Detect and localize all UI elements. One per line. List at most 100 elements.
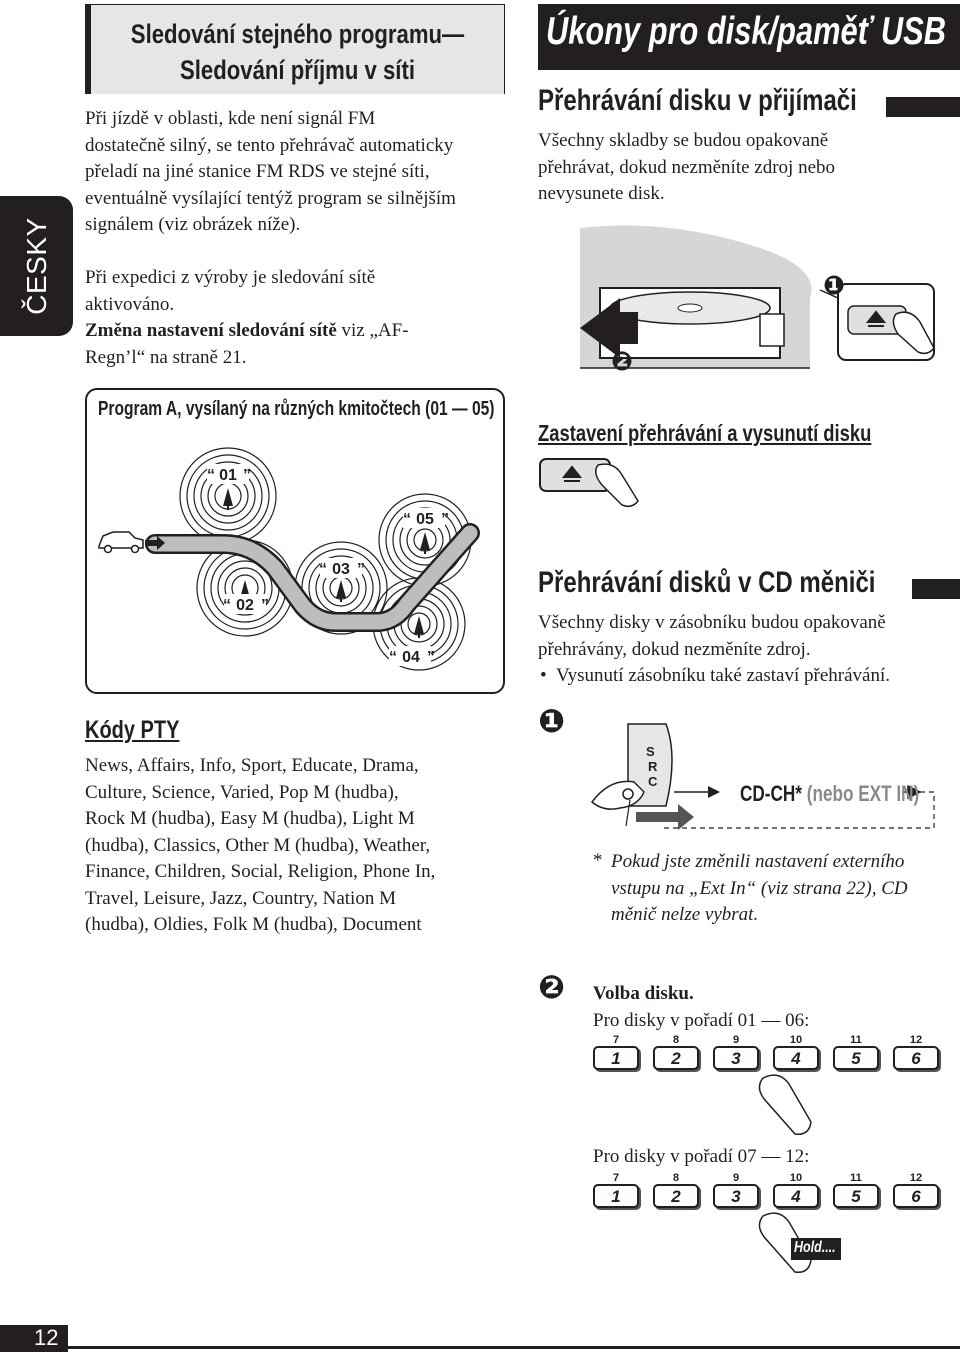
button-label: 4: [791, 1187, 801, 1206]
callout-line: [819, 289, 839, 299]
arrow-right-icon: [145, 536, 165, 550]
button-label: 3: [731, 1187, 741, 1206]
text-line: Rock M (hudba), Easy M (hudba), Light M: [85, 808, 415, 829]
network-diagram-frame: [85, 388, 505, 694]
step-number-2: ❷: [611, 346, 634, 376]
src-letter-s: S: [646, 744, 655, 759]
finger-icon: [590, 780, 645, 810]
quote-mark: “: [319, 561, 327, 578]
quote-mark: “: [403, 511, 411, 528]
button-alt-number: 7: [612, 1172, 620, 1184]
cd-changer-source-label: CD-CH* (nebo EXT IN): [740, 781, 919, 807]
button-alt-number: 8: [672, 1172, 680, 1184]
quote-mark: ”: [357, 561, 365, 578]
number-button-4: 4: [773, 1184, 819, 1208]
text-line: dostatečně silný, se tento přehrávač aut…: [85, 134, 454, 156]
number-button-1: 1: [593, 1046, 639, 1070]
button-label: 1: [611, 1049, 621, 1068]
finger-icon: [595, 463, 639, 508]
text-line: Regn’l“ na straně 21.: [85, 346, 247, 368]
text-line: (hudba), Classics, Other M (hudba), Weat…: [85, 834, 431, 856]
right-section-header: Úkony pro disk/paměť USB: [538, 4, 960, 70]
bullet-line: • Vysunutí zásobníku také zastaví přehrá…: [538, 663, 960, 690]
number-button-2: 2: [653, 1184, 699, 1208]
button-alt-number: 12: [909, 1172, 923, 1184]
right-header-title: Úkony pro disk/paměť USB: [546, 10, 946, 53]
quote-mark: “: [223, 597, 231, 614]
car-icon: [98, 531, 144, 554]
button-alt-number: 9: [732, 1034, 740, 1046]
cd-changer-description: Všechny disky v zásobníku budou opakovan…: [538, 610, 960, 690]
cd-changer-title: Přehrávání disků v CD měniči: [538, 566, 876, 599]
station-label-01: 01: [219, 467, 237, 484]
page-number: 12: [34, 1325, 59, 1350]
text-line: přehrávány, dokud nezměníte zdroj.: [538, 638, 811, 660]
station-label-05: 05: [416, 511, 434, 528]
button-alt-number: 10: [789, 1172, 803, 1184]
text-span: viz „AF-: [336, 320, 409, 341]
footnote-text: Pokud jste změnili nastavení externího v…: [611, 849, 956, 929]
station-label-02: 02: [236, 597, 254, 614]
text-line: News, Affairs, Info, Sport, Educate, Dra…: [85, 755, 419, 776]
button-alt-number: 9: [732, 1172, 740, 1184]
quote-mark: ”: [441, 511, 449, 528]
quote-mark: ”: [427, 649, 435, 666]
number-button-3: 3: [713, 1184, 759, 1208]
quote-mark: “: [389, 649, 397, 666]
text-line: Změna nastavení sledování sítě viz „AF-: [85, 318, 515, 345]
button-label: 2: [671, 1187, 681, 1206]
factory-setting-note: Při expedici z výroby je sledování sítě …: [85, 265, 515, 371]
text-line: Při expedici z výroby je sledování sítě: [85, 267, 376, 288]
disc-insert-illustration: [580, 225, 935, 369]
disc-range-7-12-label: Pro disky v pořadí 07 — 12:: [593, 1146, 810, 1167]
left-header-line1: Sledování stejného programu—: [130, 19, 465, 49]
button-label: 4: [791, 1049, 801, 1068]
stop-eject-title: Zastavení přehrávání a vysunutí disku: [538, 420, 872, 446]
bold-link-text: Změna nastavení sledování sítě: [85, 320, 337, 341]
number-button-3: 3: [713, 1046, 759, 1070]
arrow-right-icon: [636, 804, 694, 830]
language-tab: ČESKY: [0, 196, 73, 336]
button-alt-number: 12: [909, 1034, 923, 1046]
number-button-4: 4: [773, 1046, 819, 1070]
title-bar: [886, 97, 960, 117]
hold-label: Hold....: [794, 1239, 836, 1256]
step-number-1: ❶: [538, 703, 566, 739]
station-label-03: 03: [332, 561, 350, 578]
text-line: Pokud jste změnili nastavení externího: [611, 851, 905, 872]
text-line: vstupu na „Ext In“ (viz strana 22), CD: [611, 877, 908, 899]
road: [147, 525, 478, 630]
eject-icon: [865, 310, 887, 327]
finger-icon: [892, 311, 935, 355]
text-line: eventuálně vysílající tentýž program se …: [85, 187, 456, 209]
number-button-2: 2: [653, 1046, 699, 1070]
text-line: Všechny disky v zásobníku budou opakovan…: [538, 612, 886, 633]
pty-code-list: News, Affairs, Info, Sport, Educate, Dra…: [85, 753, 515, 939]
text-line: přeladí na jiné stanice FM RDS ve stejné…: [85, 161, 430, 182]
text-line: Travel, Leisure, Jazz, Country, Nation M: [85, 887, 396, 909]
button-alt-number: 11: [850, 1172, 862, 1184]
disc-playback-title: Přehrávání disku v přijímači: [538, 84, 857, 117]
station-label-04: 04: [402, 649, 420, 666]
button-label: 3: [731, 1049, 741, 1068]
src-button: [627, 723, 673, 807]
ext-in-alt-label: (nebo EXT IN): [806, 781, 920, 806]
press-line: [625, 799, 631, 827]
button-label: 6: [911, 1187, 921, 1206]
button-label: 1: [611, 1187, 621, 1206]
bullet-text: Vysunutí zásobníku také zastaví přehrává…: [556, 665, 890, 686]
disc-range-1-6-label: Pro disky v pořadí 01 — 06:: [593, 1010, 810, 1031]
tower-icon: [222, 487, 234, 511]
text-line: měnič nelze vybrat.: [611, 904, 759, 925]
stop-eject-illustration: [539, 458, 639, 508]
text-line: přehrávat, dokud nezměníte zdroj nebo: [538, 156, 836, 178]
cdch-label: CD-CH*: [740, 781, 802, 806]
eject-icon: [561, 465, 583, 482]
text-line: Culture, Science, Varied, Pop M (hudba),: [85, 781, 399, 803]
left-header-line2: Sledování příjmu v síti: [179, 55, 415, 85]
text-line: Při jízdě v oblasti, kde není signál FM: [85, 108, 376, 129]
src-letter-r: R: [648, 759, 658, 774]
button-alt-number: 10: [789, 1034, 803, 1046]
step-number-1: ❶: [823, 270, 846, 300]
language-tab-label: ČESKY: [20, 217, 52, 315]
